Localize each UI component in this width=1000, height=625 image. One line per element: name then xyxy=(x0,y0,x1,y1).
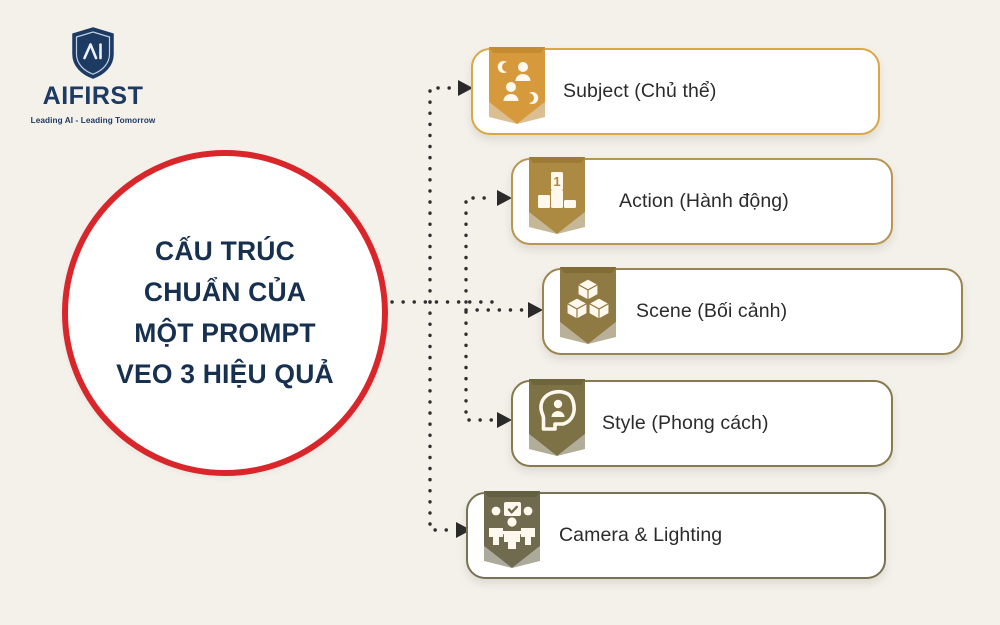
connector-branch-5 xyxy=(428,300,452,532)
card-label-camera-lighting: Camera & Lighting xyxy=(559,524,723,546)
team-meeting-icon xyxy=(484,491,540,568)
center-line-1: CẤU TRÚC xyxy=(155,235,295,266)
arrowhead-4 xyxy=(497,412,512,428)
card-camera-lighting[interactable]: Camera & Lighting xyxy=(466,489,886,579)
arrowhead-3 xyxy=(528,302,543,318)
arrowhead-2 xyxy=(497,190,512,206)
svg-text:1: 1 xyxy=(553,174,560,189)
center-line-2: CHUẨN CỦA xyxy=(143,276,307,307)
brand-logo: AIFIRST Leading AI - Leading Tomorrow xyxy=(18,26,168,125)
head-profile-person-icon xyxy=(529,379,585,456)
center-line-4: VEO 3 HIỆU QUẢ xyxy=(116,359,334,390)
card-label-subject: Subject (Chủ thể) xyxy=(563,80,717,102)
card-action[interactable]: 1 Action (Hành động) xyxy=(511,155,893,245)
connector-arrowheads xyxy=(456,80,543,538)
logo-tagline: Leading AI - Leading Tomorrow xyxy=(30,116,156,125)
connector-branch-1 xyxy=(428,86,454,304)
cubes-stack-icon xyxy=(560,267,616,344)
card-scene[interactable]: Scene (Bối cảnh) xyxy=(542,265,963,355)
badge-style xyxy=(527,377,587,461)
badge-action: 1 xyxy=(527,155,587,239)
connector-branch-4 xyxy=(464,310,494,422)
people-group-icon xyxy=(489,47,545,124)
card-label-action: Action (Hành động) xyxy=(619,190,789,212)
center-line-3: MỘT PROMPT xyxy=(134,318,316,348)
logo-wordmark: AIFIRST xyxy=(42,82,144,110)
badge-camera-lighting xyxy=(482,489,542,573)
shield-ai-logo-icon xyxy=(72,27,114,79)
card-label-scene: Scene (Bối cảnh) xyxy=(636,300,788,322)
connector-branch-2 xyxy=(464,196,494,304)
podium-ranking-icon: 1 xyxy=(529,157,585,234)
center-title-circle: CẤU TRÚC CHUẨN CỦA MỘT PROMPT VEO 3 HIỆU… xyxy=(62,150,388,476)
card-style[interactable]: Style (Phong cách) xyxy=(511,377,893,467)
card-label-style: Style (Phong cách) xyxy=(602,412,769,434)
card-subject[interactable]: Subject (Chủ thể) xyxy=(471,45,880,135)
badge-subject xyxy=(487,45,547,129)
center-title-text: CẤU TRÚC CHUẨN CỦA MỘT PROMPT VEO 3 HIỆU… xyxy=(102,231,348,395)
badge-scene xyxy=(558,265,618,349)
